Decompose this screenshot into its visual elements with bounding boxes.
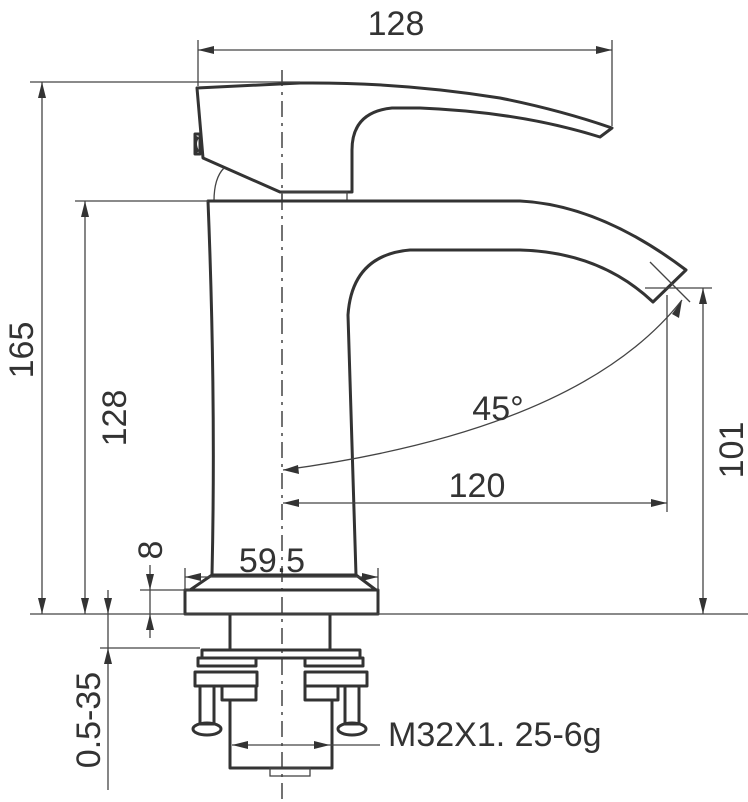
dim-handle-angle: 45° xyxy=(472,390,523,428)
dim-base-thickness: 8 xyxy=(132,541,170,560)
dimension-lines xyxy=(38,46,707,790)
dim-spout-height: 101 xyxy=(713,422,748,479)
dim-overall-height: 165 xyxy=(3,322,41,379)
dim-spout-reach: 120 xyxy=(449,467,506,505)
dim-body-height: 128 xyxy=(96,390,134,447)
dim-deck-thickness: 0.5-35 xyxy=(70,672,108,768)
handle-screw-icon xyxy=(193,132,202,156)
dim-thread-spec: M32X1. 25-6g xyxy=(388,716,602,754)
dim-overall-width: 128 xyxy=(368,5,425,43)
mounting-kit xyxy=(191,614,369,777)
lever-handle xyxy=(193,81,614,202)
dim-base-diameter: 59.5 xyxy=(239,542,305,580)
